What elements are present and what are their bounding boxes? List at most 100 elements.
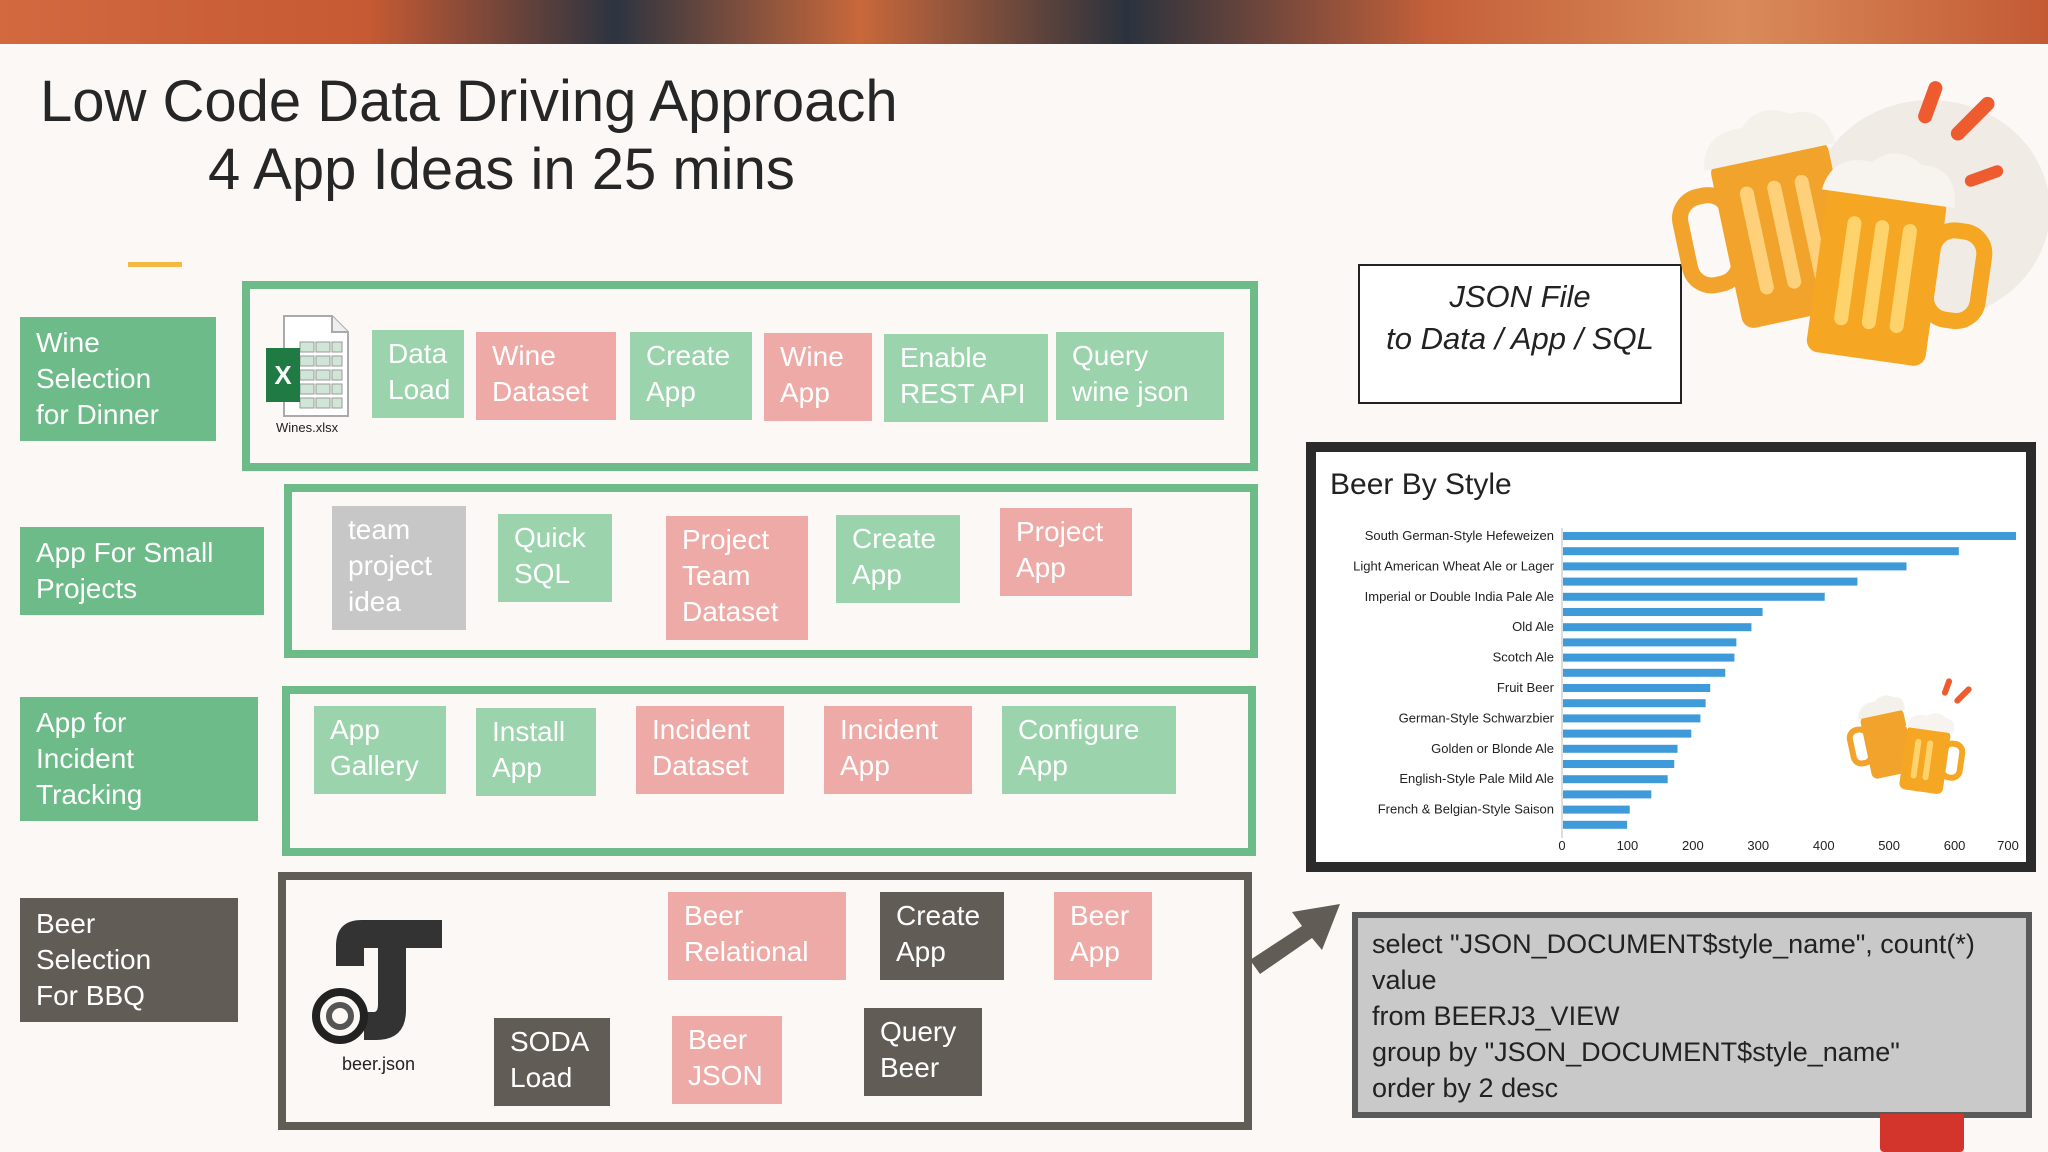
beer-by-style-chart: Beer By Style South German-Style Hefewei… — [1306, 442, 2036, 872]
step-line: Create — [852, 523, 937, 554]
step-line: App — [896, 936, 946, 967]
chart-bar — [1563, 805, 1630, 814]
step-beer-relational[interactable]: Beer Relational — [668, 892, 846, 980]
chart-x-tick-label: 600 — [1944, 838, 1966, 853]
step-enable-rest-api[interactable]: Enable REST API — [884, 334, 1048, 422]
label-line: App for — [36, 707, 127, 738]
step-line: Beer — [1070, 900, 1130, 931]
step-line: App — [1018, 750, 1068, 781]
decorative-red-tab — [1880, 1114, 1964, 1152]
step-line: App — [330, 714, 380, 745]
step-line: App — [1016, 552, 1066, 583]
note-line: to Data / App / SQL — [1386, 321, 1654, 356]
step-create-app-2[interactable]: Create App — [836, 515, 960, 603]
step-query-wine-json[interactable]: Query wine json — [1056, 332, 1224, 420]
step-line: Query — [880, 1016, 957, 1047]
step-create-app-beer[interactable]: Create App — [880, 892, 1004, 980]
step-line: JSON — [688, 1060, 763, 1091]
chart-x-tick-label: 500 — [1878, 838, 1900, 853]
label-line: Wine — [36, 327, 100, 358]
step-data-load[interactable]: Data Load — [372, 330, 464, 418]
step-line: idea — [348, 586, 401, 617]
step-create-app[interactable]: Create App — [630, 332, 752, 420]
sql-line: from BEERJ3_VIEW — [1372, 1001, 1620, 1031]
step-line: App — [646, 376, 696, 407]
step-project-team-dataset[interactable]: Project Team Dataset — [666, 516, 808, 640]
chart-x-tick-label: 200 — [1682, 838, 1704, 853]
step-beer-json[interactable]: Beer JSON — [672, 1016, 782, 1104]
sql-line: value — [1372, 965, 1437, 995]
step-line: Team — [682, 560, 751, 591]
title-line-2: 4 App Ideas in 25 mins — [208, 137, 795, 202]
arrow-up-right-icon — [1250, 904, 1340, 974]
chart-bar — [1563, 760, 1675, 768]
row-label-beer-bbq: Beer Selection For BBQ — [20, 898, 238, 1022]
step-line: Data — [388, 338, 448, 369]
label-line: Tracking — [36, 779, 143, 810]
step-line: Configure — [1018, 714, 1140, 745]
step-wine-app[interactable]: Wine App — [764, 333, 872, 421]
step-line: Query — [1072, 340, 1149, 371]
step-line: Load — [388, 374, 451, 405]
step-line: Create — [646, 340, 731, 371]
file-caption: Wines.xlsx — [276, 420, 339, 435]
title-line-1: Low Code Data Driving Approach — [40, 69, 898, 134]
step-app-gallery[interactable]: App Gallery — [314, 706, 446, 794]
step-line: Beer — [688, 1024, 748, 1055]
step-line: project — [348, 550, 433, 581]
step-query-beer[interactable]: Query Beer — [864, 1008, 982, 1096]
step-line: team — [348, 514, 411, 545]
chart-category-label: English-Style Pale Mild Ale — [1399, 771, 1554, 786]
step-line: Dataset — [492, 376, 589, 407]
step-line: SQL — [514, 558, 571, 589]
step-line: Wine — [492, 340, 556, 371]
step-line: Relational — [684, 936, 809, 967]
step-project-app[interactable]: Project App — [1000, 508, 1132, 596]
file-caption: beer.json — [342, 1054, 416, 1074]
row-label-small-projects: App For Small Projects — [20, 527, 264, 615]
step-line: Install — [492, 716, 566, 747]
chart-bar — [1563, 790, 1652, 799]
step-line: Gallery — [330, 750, 419, 781]
chart-bar — [1563, 577, 1858, 586]
step-line: App — [780, 377, 830, 408]
step-line: Quick — [514, 522, 586, 553]
step-configure-app[interactable]: Configure App — [1002, 706, 1176, 794]
step-soda-load[interactable]: SODA Load — [494, 1018, 610, 1106]
sql-line: select "JSON_DOCUMENT$style_name", count… — [1372, 929, 1975, 959]
beer-json-file[interactable]: beer.json — [306, 906, 456, 1076]
row-label-wine: Wine Selection for Dinner — [20, 317, 216, 441]
chart-bar — [1563, 729, 1692, 738]
svg-text:X: X — [274, 360, 292, 390]
step-line: Dataset — [682, 596, 779, 627]
chart-bar — [1563, 623, 1752, 632]
chart-category-label: Old Ale — [1512, 619, 1554, 634]
step-beer-app[interactable]: Beer App — [1054, 892, 1152, 980]
chart-category-label: French & Belgian-Style Saison — [1378, 802, 1554, 817]
step-line: Beer — [880, 1052, 940, 1083]
chart-bar — [1563, 653, 1735, 662]
step-line: SODA — [510, 1026, 590, 1057]
sql-line: order by 2 desc — [1372, 1073, 1559, 1103]
step-wine-dataset[interactable]: Wine Dataset — [476, 332, 616, 420]
step-incident-dataset[interactable]: Incident Dataset — [636, 706, 784, 794]
chart-title: Beer By Style — [1330, 468, 1512, 501]
label-line: For BBQ — [36, 980, 145, 1011]
chart-category-label: Fruit Beer — [1497, 680, 1555, 695]
chart-bar — [1563, 592, 1825, 601]
sql-query-box: select "JSON_DOCUMENT$style_name", count… — [1352, 912, 2032, 1118]
step-install-app[interactable]: Install App — [476, 708, 596, 796]
chart-x-tick-label: 0 — [1558, 838, 1565, 853]
title-accent-line — [128, 262, 182, 267]
chart-bar — [1563, 638, 1737, 647]
step-line: App — [1070, 936, 1120, 967]
step-line: Project — [1016, 516, 1104, 547]
step-quick-sql[interactable]: Quick SQL — [498, 514, 612, 602]
step-team-project-idea[interactable]: team project idea — [332, 506, 466, 630]
chart-category-label: Golden or Blonde Ale — [1431, 741, 1554, 756]
chart-bar — [1563, 668, 1726, 677]
step-line: App — [840, 750, 890, 781]
step-incident-app[interactable]: Incident App — [824, 706, 972, 794]
step-line: Enable — [900, 342, 988, 373]
excel-file[interactable]: X Wines.xlsx — [262, 312, 352, 442]
